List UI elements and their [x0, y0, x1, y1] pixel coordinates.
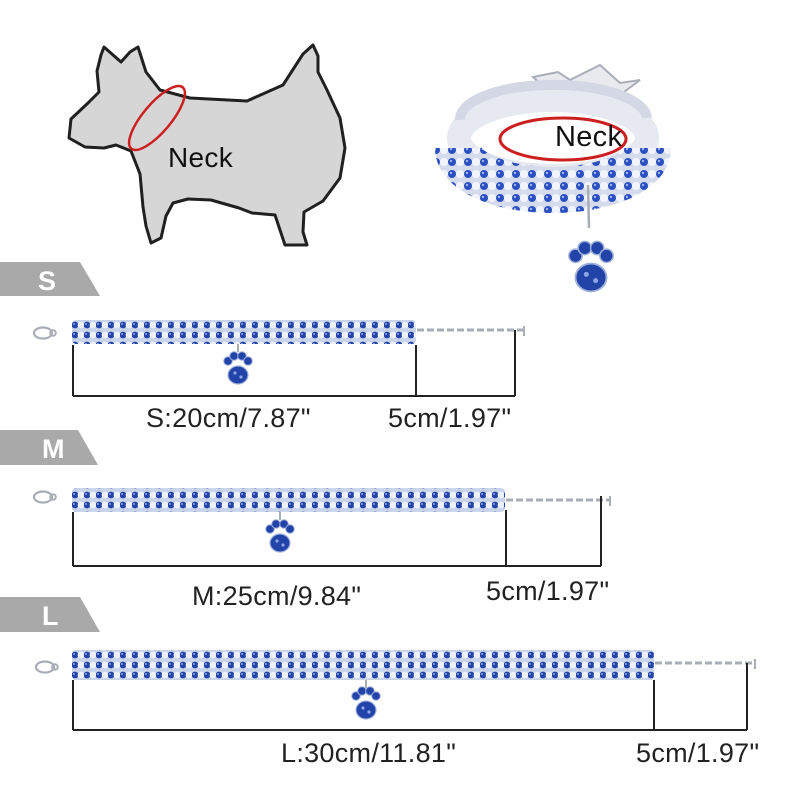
tab-l	[0, 597, 100, 632]
measure-bracket-l	[72, 663, 748, 731]
collar-neck-label: Neck	[555, 121, 623, 153]
size-tab-m: M	[0, 430, 100, 468]
collar-strip-m	[32, 488, 611, 553]
dog-silhouette-icon	[67, 43, 347, 247]
collar-neck-ring	[498, 116, 628, 162]
size-m-extension: 5cm/1.97"	[486, 576, 610, 606]
size-l-extension: 5cm/1.97"	[636, 738, 760, 768]
size-s-extension: 5cm/1.97"	[388, 403, 512, 433]
size-tab-l-label: L	[42, 601, 59, 631]
size-tab-s: S	[0, 262, 100, 300]
collar-icon	[435, 63, 671, 293]
collar-strip-l	[34, 650, 756, 720]
measure-bracket-m	[72, 496, 602, 567]
size-m-length: M:25cm/9.84"	[192, 581, 362, 611]
size-tab-l: L	[0, 597, 100, 635]
size-tab-s-label: S	[38, 266, 57, 296]
dog-neck-label: Neck	[168, 142, 233, 173]
paw-charm-icon	[567, 240, 615, 293]
tab-m	[0, 430, 98, 465]
size-tab-m-label: M	[42, 434, 65, 464]
collar-strip-s	[32, 320, 525, 385]
tab-s	[0, 262, 100, 296]
size-s-length: S:20cm/7.87"	[146, 403, 311, 433]
measure-bracket-s	[72, 330, 516, 397]
size-l-length: L:30cm/11.81"	[281, 738, 457, 768]
dog-neck-ring	[127, 84, 187, 152]
